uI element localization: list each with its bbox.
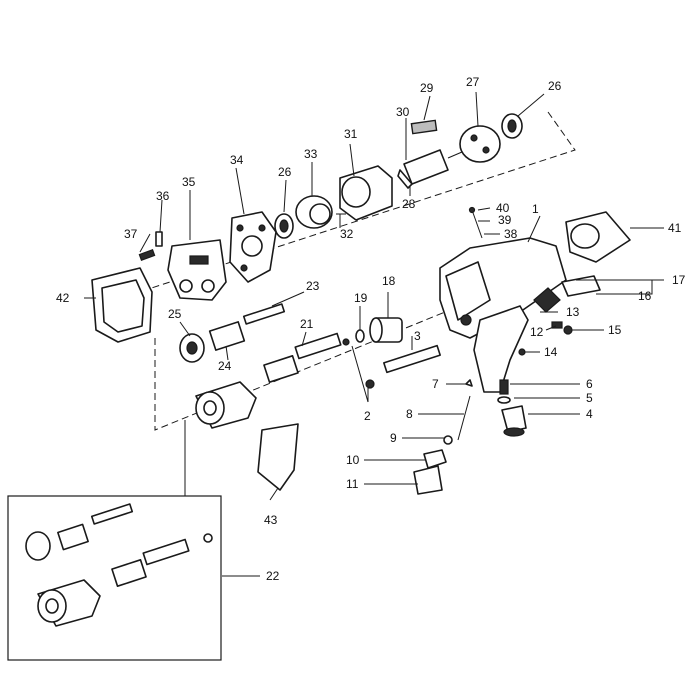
callout-17: 17 — [672, 273, 686, 287]
callout-24: 24 — [218, 359, 232, 373]
callout-13: 13 — [566, 305, 580, 319]
callout-3: 3 — [414, 329, 421, 343]
part-hammer-cage — [195, 381, 257, 429]
part-small-pins — [468, 206, 483, 239]
callout-11: 11 — [346, 477, 359, 491]
part-rear-boot — [91, 267, 153, 343]
callout-27: 27 — [466, 75, 480, 89]
part-rear-end-plate — [295, 195, 333, 229]
callout-33: 33 — [304, 147, 318, 161]
callout-38: 38 — [504, 227, 518, 241]
part-hammer — [208, 321, 246, 351]
part-front-boot — [565, 211, 631, 263]
callout-42: 42 — [56, 291, 70, 305]
callout-7: 7 — [432, 377, 439, 391]
callout-14: 14 — [544, 345, 558, 359]
part-lever-screw — [551, 321, 563, 329]
callout-16: 16 — [638, 289, 652, 303]
part-rotor — [397, 149, 463, 189]
callout-12: 12 — [530, 325, 544, 339]
callout-37: 37 — [124, 227, 138, 241]
callout-40: 40 — [496, 201, 510, 215]
callout-8: 8 — [406, 407, 413, 421]
callout-30: 30 — [396, 105, 410, 119]
callout-29: 29 — [420, 81, 434, 95]
kit-inset-frame — [7, 495, 222, 661]
inset-kit-parts — [25, 503, 213, 627]
callout-34: 34 — [230, 153, 244, 167]
part-reverse-lever — [533, 287, 561, 313]
callout-6: 6 — [586, 377, 593, 391]
callout-25: 25 — [168, 307, 182, 321]
part-hammer-pin — [242, 303, 286, 325]
part-main-housing — [439, 237, 567, 393]
part-vanes — [410, 119, 438, 135]
part-valve-stem — [365, 344, 441, 389]
part-oring — [355, 329, 365, 343]
part-inlet-fitting — [413, 465, 443, 495]
callout-19: 19 — [354, 291, 368, 305]
callout-28: 28 — [402, 197, 416, 211]
part-spring — [563, 325, 573, 335]
part-anvil — [263, 332, 350, 383]
part-gasket — [229, 211, 277, 283]
part-front-bearing — [501, 113, 523, 139]
part-screws — [138, 231, 163, 261]
callout-21: 21 — [300, 317, 314, 331]
callout-9: 9 — [390, 431, 397, 445]
callout-labels: 1 2 3 4 5 6 7 8 9 10 11 12 13 14 15 16 1… — [56, 75, 686, 583]
leader-lines — [84, 91, 664, 577]
callout-15: 15 — [608, 323, 622, 337]
callout-39: 39 — [498, 213, 512, 227]
callout-1: 1 — [532, 202, 539, 216]
callout-18: 18 — [382, 274, 396, 288]
part-rear-cover — [167, 239, 227, 301]
callout-36: 36 — [156, 189, 170, 203]
part-clip — [561, 275, 601, 297]
callout-41: 41 — [668, 221, 682, 235]
part-grip — [257, 423, 299, 491]
callout-10: 10 — [346, 453, 360, 467]
part-air-inlet-bushing — [501, 405, 527, 437]
callout-26-front: 26 — [548, 79, 562, 93]
part-cage-end — [179, 333, 205, 363]
callout-5: 5 — [586, 391, 593, 405]
callout-31: 31 — [344, 127, 358, 141]
part-front-end-plate — [459, 125, 501, 163]
callout-26-rear: 26 — [278, 165, 292, 179]
callout-2: 2 — [364, 409, 371, 423]
callout-4: 4 — [586, 407, 593, 421]
part-throttle-valve — [443, 379, 473, 445]
part-rear-bearing — [274, 213, 294, 239]
part-cylinder — [339, 165, 393, 221]
part-valve-spring — [499, 379, 509, 395]
part-inlet-screen — [423, 449, 447, 469]
callout-35: 35 — [182, 175, 196, 189]
part-valve-seat — [497, 396, 511, 404]
callout-32: 32 — [340, 227, 354, 241]
part-bushing — [369, 317, 403, 343]
callout-43: 43 — [264, 513, 278, 527]
callout-23: 23 — [306, 279, 320, 293]
callout-22: 22 — [266, 569, 280, 583]
